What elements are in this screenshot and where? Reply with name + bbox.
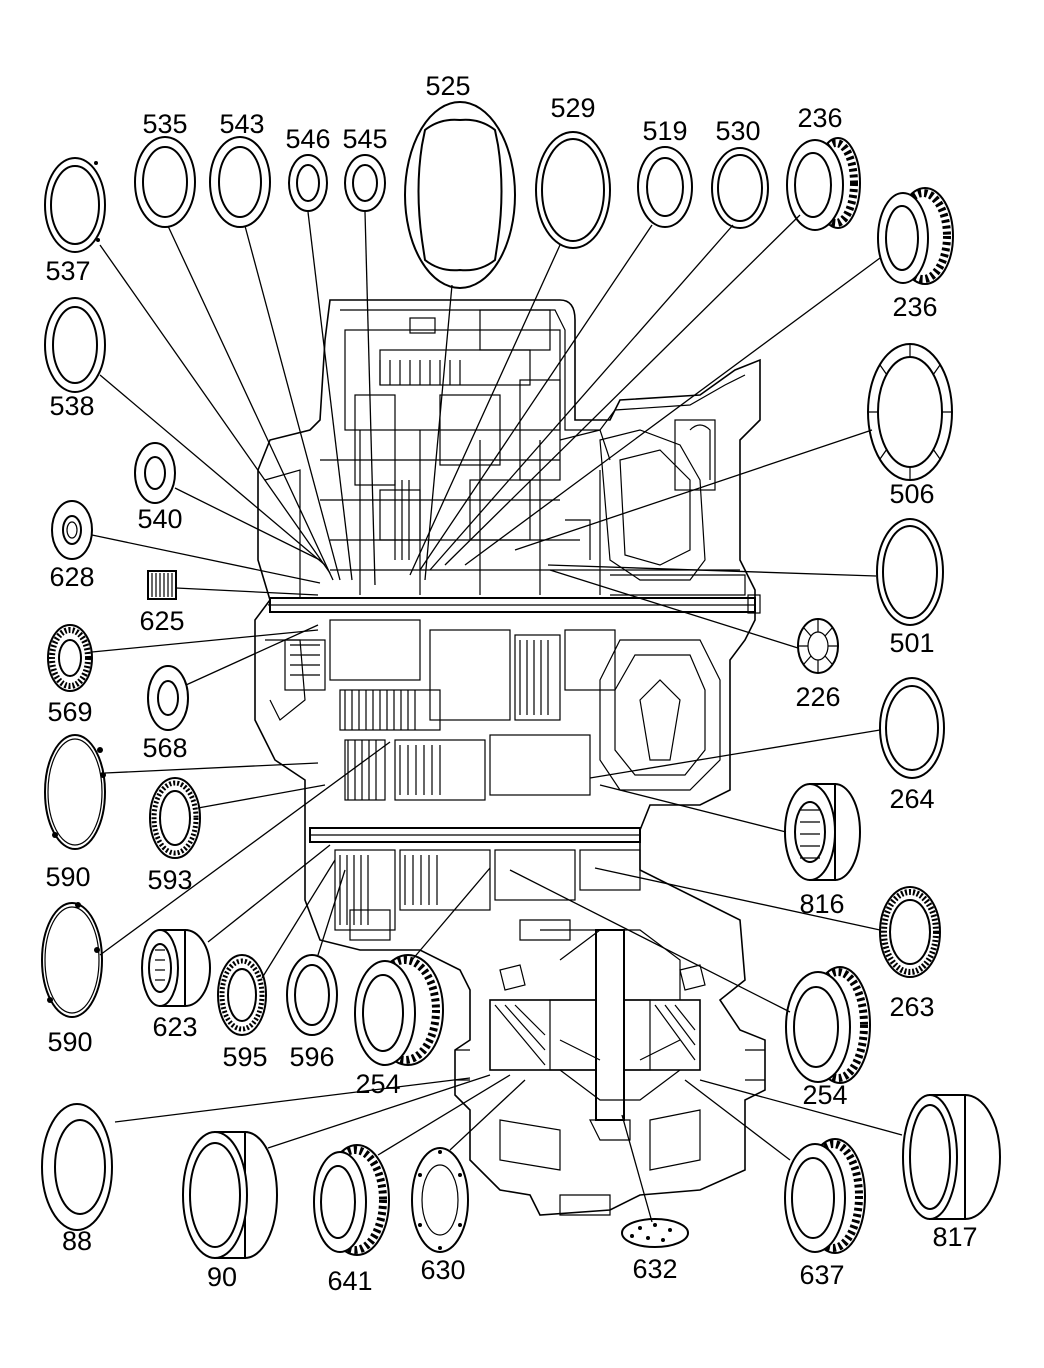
part-525-gasket — [404, 101, 516, 289]
label-88: 88 — [62, 1226, 92, 1256]
part-506-thrust-bearing — [867, 343, 953, 481]
label-538: 538 — [49, 391, 94, 421]
label-506: 506 — [889, 479, 934, 509]
label-535: 535 — [142, 109, 187, 139]
leader-lines — [91, 211, 903, 1223]
part-263-bearing — [879, 886, 941, 978]
transmission-case-assembly — [254, 299, 766, 1216]
part-535-seal — [134, 136, 196, 228]
label-590-upper: 590 — [45, 862, 90, 892]
label-595: 595 — [222, 1042, 267, 1072]
part-595-bearing — [217, 954, 267, 1036]
differential-assembly — [489, 929, 701, 1141]
label-543: 543 — [219, 109, 264, 139]
part-593-bearing — [149, 777, 201, 859]
part-641-tapered-bearing — [313, 1144, 390, 1256]
label-569: 569 — [47, 697, 92, 727]
part-590-snap-ring-upper — [44, 734, 106, 850]
label-525: 525 — [425, 71, 470, 101]
label-530: 530 — [715, 116, 760, 146]
part-817-bearing-cup — [902, 1094, 1001, 1220]
part-628-seal — [51, 500, 93, 560]
label-568: 568 — [142, 733, 187, 763]
label-623: 623 — [152, 1012, 197, 1042]
label-817: 817 — [932, 1222, 977, 1252]
part-623-bearing — [141, 929, 211, 1007]
part-543-washer — [209, 136, 271, 228]
label-537: 537 — [45, 256, 90, 286]
part-590-snap-ring-lower — [41, 902, 103, 1018]
label-519: 519 — [642, 116, 687, 146]
part-501-washer — [876, 518, 944, 626]
part-264-washer — [879, 677, 945, 779]
part-568-washer — [147, 665, 189, 731]
label-641: 641 — [327, 1266, 372, 1296]
label-540: 540 — [137, 504, 182, 534]
label-226: 226 — [795, 682, 840, 712]
part-596-washer — [286, 954, 338, 1036]
lower-gear-train — [334, 849, 641, 941]
part-540-washer — [134, 442, 176, 504]
part-236-tapered-bearing-upper — [786, 137, 861, 231]
part-530-washer — [711, 147, 769, 229]
part-537-thrust-washer — [44, 157, 106, 253]
label-529: 529 — [550, 93, 595, 123]
part-538-washer — [44, 297, 106, 393]
callout-labels: 525 535 543 546 545 529 519 530 236 236 … — [45, 71, 977, 1296]
part-519-seal — [637, 146, 693, 228]
label-545: 545 — [342, 124, 387, 154]
label-628: 628 — [49, 562, 94, 592]
label-501: 501 — [889, 628, 934, 658]
part-546-seal — [288, 154, 328, 212]
label-254-right: 254 — [802, 1080, 847, 1110]
part-637-tapered-bearing — [784, 1138, 866, 1254]
label-90: 90 — [207, 1262, 237, 1292]
label-637: 637 — [799, 1260, 844, 1290]
part-254-tapered-bearing-left — [354, 954, 444, 1066]
label-632: 632 — [632, 1254, 677, 1284]
part-545-seal — [344, 154, 386, 212]
part-630-plate — [411, 1147, 469, 1253]
part-529-washer — [535, 131, 611, 249]
part-625-needle-bearing — [147, 570, 177, 600]
label-625: 625 — [139, 606, 184, 636]
label-236-lower: 236 — [892, 292, 937, 322]
part-569-thrust-bearing — [47, 624, 93, 692]
label-263: 263 — [889, 992, 934, 1022]
part-816-bearing — [784, 783, 861, 881]
part-226-thrust-plate — [797, 618, 839, 674]
label-590-lower: 590 — [47, 1027, 92, 1057]
part-90-bearing-cup — [182, 1131, 278, 1259]
label-254-left: 254 — [355, 1069, 400, 1099]
label-593: 593 — [147, 865, 192, 895]
label-596: 596 — [289, 1042, 334, 1072]
label-236-upper: 236 — [797, 103, 842, 133]
label-816: 816 — [799, 889, 844, 919]
upper-gear-train — [284, 619, 616, 801]
label-546: 546 — [285, 124, 330, 154]
label-630: 630 — [420, 1255, 465, 1285]
label-264: 264 — [889, 784, 934, 814]
part-236-tapered-bearing-lower — [877, 187, 954, 285]
part-254-tapered-bearing-right — [785, 966, 871, 1084]
part-88-seal — [41, 1103, 113, 1231]
part-632-screen — [621, 1218, 689, 1248]
